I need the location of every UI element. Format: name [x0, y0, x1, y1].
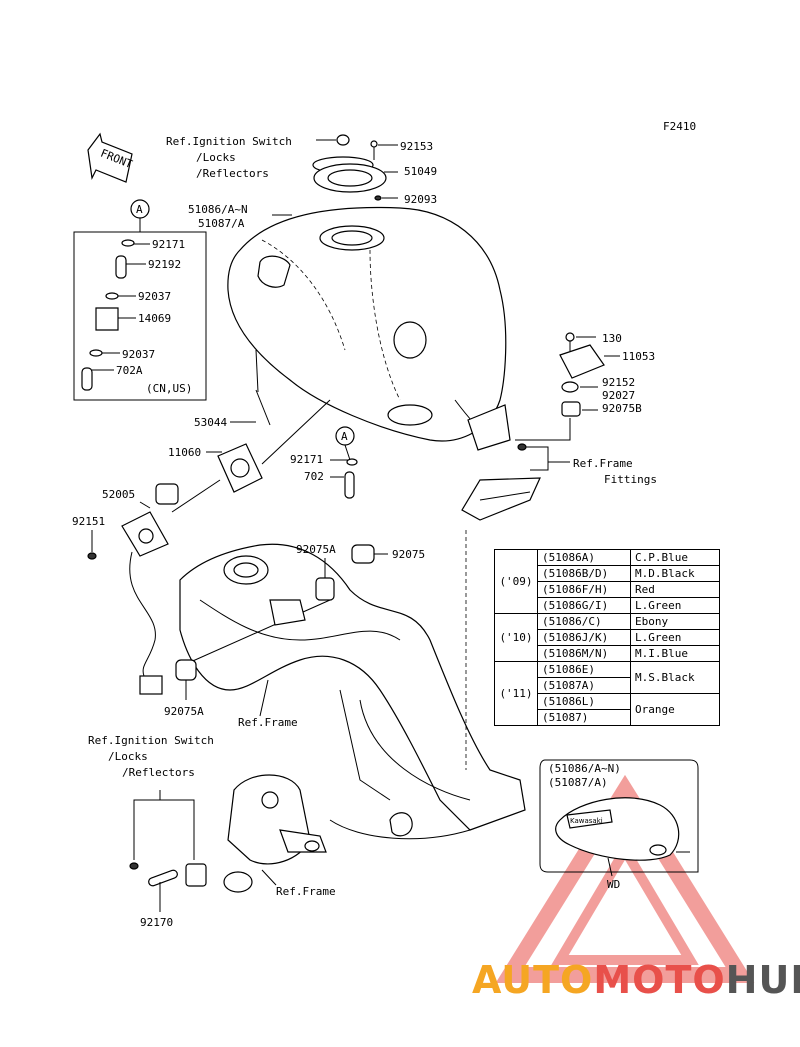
code-cell: (51086L): [537, 693, 631, 710]
watermark-moto: MOTO: [593, 958, 726, 1002]
part-52005: 52005: [102, 488, 135, 501]
code-cell: (51086/C): [537, 613, 631, 630]
part-14069: 14069: [138, 312, 171, 325]
color-cell: M.S.Black: [630, 661, 720, 694]
frame-assembly: [179, 530, 526, 840]
rubber-92075: [175, 544, 375, 681]
part-92027: 92027: [602, 389, 635, 402]
ref-ignition-top-3: /Reflectors: [196, 167, 269, 180]
ref-frame-fittings-2: Fittings: [604, 473, 657, 486]
part-92170: 92170: [140, 916, 173, 929]
front-arrow-icon: FRONT: [87, 132, 135, 183]
part-92152: 92152: [602, 376, 635, 389]
code-cell: (51086E): [537, 661, 631, 678]
watermark-logo: [495, 774, 755, 983]
watermark-auto: AUTO: [472, 958, 594, 1002]
color-cell: M.D.Black: [630, 565, 720, 582]
ref-ignition-bottom-2: /Locks: [108, 750, 148, 763]
part-51049: 51049: [404, 165, 437, 178]
frame-fitting-bracket: [461, 477, 541, 521]
part-92171-a: 92171: [152, 238, 185, 251]
code-cell: (51086F/H): [537, 581, 631, 598]
ref-frame-bottom: Ref.Frame: [276, 885, 336, 898]
inset-tag: WD: [607, 878, 620, 891]
code-cell: (51086A): [537, 549, 631, 566]
filler-cap-parts: [312, 134, 387, 201]
code-cell: (51086B/D): [537, 565, 631, 582]
part-92075b: 92075B: [602, 402, 642, 415]
ref-ignition-bottom-1: Ref.Ignition Switch: [88, 734, 214, 747]
part-92192: 92192: [148, 258, 181, 271]
fuel-pump-52005: [121, 479, 221, 695]
part-51086: 51086/A~N: [188, 203, 248, 216]
watermark-hub: HUB: [725, 958, 800, 1002]
color-cell: Ebony: [630, 613, 720, 630]
ref-ignition-top-1: Ref.Ignition Switch: [166, 135, 292, 148]
part-92151: 92151: [72, 515, 105, 528]
inset-badge: Kawasaki: [570, 817, 603, 825]
year-09: ('09): [494, 549, 538, 614]
color-cell: Orange: [630, 693, 720, 726]
color-cell: Red: [630, 581, 720, 598]
part-51087: 51087/A: [198, 217, 245, 230]
code-cell: (51086J/K): [537, 629, 631, 646]
color-cell: L.Green: [630, 629, 720, 646]
inset-line1: (51086/A~N): [548, 762, 621, 775]
figure-code: F2410: [663, 120, 696, 133]
circle-a-center: A: [341, 430, 348, 443]
part-92075a-top: 92075A: [296, 543, 336, 556]
year-10: ('10): [494, 613, 538, 662]
part-92075: 92075: [392, 548, 425, 561]
color-cell: M.I.Blue: [630, 645, 720, 662]
ref-frame-fittings-1: Ref.Frame: [573, 457, 633, 470]
year-11: ('11): [494, 661, 538, 726]
part-92075a-bottom: 92075A: [164, 705, 204, 718]
code-cell: (51087): [537, 709, 631, 726]
ref-ignition-top-2: /Locks: [196, 151, 236, 164]
inset-line2: (51087/A): [548, 776, 608, 789]
color-code-table: ('09) (51086A) C.P.Blue (51086B/D) M.D.B…: [494, 549, 720, 726]
code-cell: (51086M/N): [537, 645, 631, 662]
bracket-11053-parts: [559, 332, 605, 417]
code-cell: (51087A): [537, 677, 631, 694]
circle-a-top: A: [136, 203, 143, 216]
part-92153: 92153: [400, 140, 433, 153]
decal-inset: Kawasaki: [539, 759, 699, 873]
gasket-11060: [217, 443, 263, 493]
part-53044: 53044: [194, 416, 227, 429]
watermark-text: AUTOMOTOHUB: [472, 958, 800, 1002]
part-92037-b: 92037: [122, 348, 155, 361]
part-92037-a: 92037: [138, 290, 171, 303]
part-702a: 702A: [116, 364, 143, 377]
fuel-cock-assembly: [129, 774, 327, 893]
part-92171-b: 92171: [290, 453, 323, 466]
code-cell: (51086G/I): [537, 597, 631, 614]
color-cell: L.Green: [630, 597, 720, 614]
ref-ignition-bottom-3: /Reflectors: [122, 766, 195, 779]
fuel-tank: [227, 206, 511, 451]
part-130: 130: [602, 332, 622, 345]
region-cn-us: (CN,US): [146, 382, 192, 395]
part-92093: 92093: [404, 193, 437, 206]
part-11053: 11053: [622, 350, 655, 363]
ref-frame-center: Ref.Frame: [238, 716, 298, 729]
part-702: 702: [304, 470, 324, 483]
color-cell: C.P.Blue: [630, 549, 720, 566]
part-11060: 11060: [168, 446, 201, 459]
